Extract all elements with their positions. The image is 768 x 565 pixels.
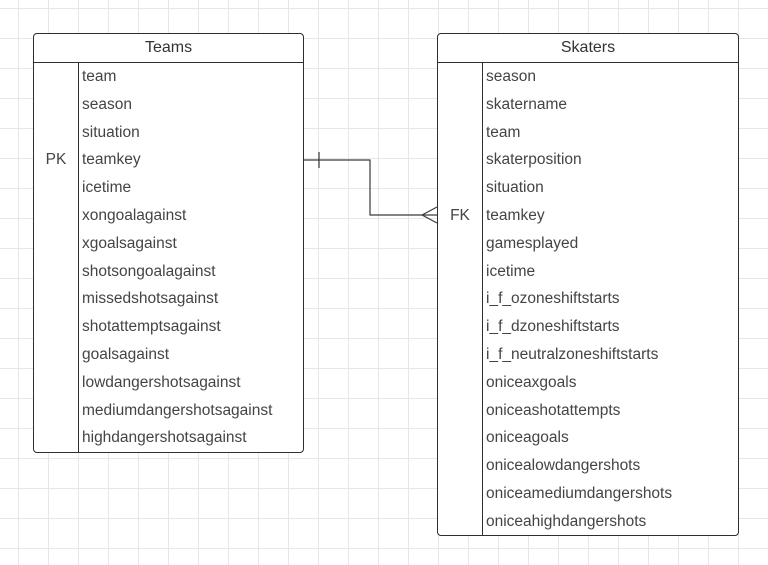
skaters-attribute-name: skatername bbox=[486, 95, 567, 113]
skaters-attribute-row[interactable]: season bbox=[438, 63, 738, 91]
skaters-attribute-row[interactable]: skaterposition bbox=[438, 146, 738, 174]
teams-attribute-row[interactable]: situation bbox=[34, 119, 303, 147]
skaters-attribute-name: teamkey bbox=[486, 206, 545, 224]
skaters-attribute-row[interactable]: skatername bbox=[438, 91, 738, 119]
skaters-attribute-name: i_f_neutralzoneshiftstarts bbox=[486, 345, 659, 363]
skaters-attribute-row[interactable]: onicealowdangershots bbox=[438, 452, 738, 480]
skaters-attribute-name: situation bbox=[486, 179, 544, 197]
teams-attribute-row[interactable]: lowdangershotsagainst bbox=[34, 369, 303, 397]
skaters-attribute-row[interactable]: i_f_ozoneshiftstarts bbox=[438, 285, 738, 313]
teams-attribute-name: xgoalsagainst bbox=[82, 234, 177, 252]
teams-attribute-name: shotattemptsagainst bbox=[82, 318, 221, 336]
teams-attribute-row[interactable]: shotattemptsagainst bbox=[34, 313, 303, 341]
skaters-attribute-row[interactable]: oniceagoals bbox=[438, 424, 738, 452]
teams-attribute-name: goalsagainst bbox=[82, 345, 170, 363]
skaters-attribute-key: FK bbox=[450, 206, 470, 224]
skaters-attribute-row[interactable]: i_f_dzoneshiftstarts bbox=[438, 313, 738, 341]
skaters-attribute-name: icetime bbox=[486, 262, 536, 280]
skaters-entity-body: season skatername team skaterposition situat… bbox=[438, 63, 738, 535]
many-cardinality-crowfoot bbox=[421, 206, 438, 224]
teams-attribute-row[interactable]: xgoalsagainst bbox=[34, 230, 303, 258]
relationship-line[interactable] bbox=[304, 159, 437, 216]
skaters-attribute-name: oniceashotattempts bbox=[486, 401, 621, 419]
skaters-attribute-list: season skatername team skaterposition situat… bbox=[438, 63, 738, 535]
skaters-attribute-name: gamesplayed bbox=[486, 234, 579, 252]
skaters-attribute-name: oniceamediumdangershots bbox=[486, 484, 673, 502]
skaters-attribute-row[interactable]: team bbox=[438, 119, 738, 147]
teams-attribute-name: mediumdangershotsagainst bbox=[82, 401, 273, 419]
teams-attribute-name: highdangershotsagainst bbox=[82, 429, 247, 447]
teams-attribute-row[interactable]: team bbox=[34, 63, 303, 91]
teams-attribute-name: shotsongoalagainst bbox=[82, 262, 216, 280]
teams-attribute-row[interactable]: icetime bbox=[34, 174, 303, 202]
skaters-attribute-name: oniceaxgoals bbox=[486, 373, 577, 391]
teams-attribute-row[interactable]: goalsagainst bbox=[34, 341, 303, 369]
teams-attribute-row[interactable]: missedshotsagainst bbox=[34, 285, 303, 313]
teams-attribute-row[interactable]: PK teamkey bbox=[34, 146, 303, 174]
skaters-attribute-row[interactable]: icetime bbox=[438, 258, 738, 286]
teams-attribute-row[interactable]: xongoalagainst bbox=[34, 202, 303, 230]
teams-attribute-row[interactable]: mediumdangershotsagainst bbox=[34, 397, 303, 425]
teams-attribute-name: xongoalagainst bbox=[82, 206, 187, 224]
teams-attribute-name: teamkey bbox=[82, 151, 141, 169]
skaters-entity-title: Skaters bbox=[438, 34, 738, 63]
teams-attribute-name: lowdangershotsagainst bbox=[82, 373, 241, 391]
skaters-attribute-row[interactable]: FK teamkey bbox=[438, 202, 738, 230]
teams-key-column bbox=[34, 63, 79, 452]
skaters-attribute-row[interactable]: gamesplayed bbox=[438, 230, 738, 258]
skaters-attribute-row[interactable]: i_f_neutralzoneshiftstarts bbox=[438, 341, 738, 369]
skaters-attribute-name: oniceagoals bbox=[486, 429, 569, 447]
teams-attribute-row[interactable]: highdangershotsagainst bbox=[34, 424, 303, 452]
teams-attribute-name: season bbox=[82, 95, 132, 113]
teams-attribute-name: situation bbox=[82, 123, 140, 141]
teams-attribute-name: icetime bbox=[82, 179, 132, 197]
skaters-attribute-name: team bbox=[486, 123, 521, 141]
skaters-attribute-row[interactable]: oniceaxgoals bbox=[438, 369, 738, 397]
skaters-attribute-name: oniceahighdangershots bbox=[486, 512, 647, 530]
teams-attribute-key: PK bbox=[45, 151, 67, 169]
skaters-attribute-name: onicealowdangershots bbox=[486, 457, 641, 475]
teams-attribute-row[interactable]: season bbox=[34, 91, 303, 119]
skaters-attribute-row[interactable]: oniceashotattempts bbox=[438, 397, 738, 425]
skaters-attribute-name: skaterposition bbox=[486, 151, 582, 169]
skaters-attribute-name: season bbox=[486, 68, 536, 85]
skaters-attribute-row[interactable]: situation bbox=[438, 174, 738, 202]
skaters-entity[interactable]: Skaters season skatername team skaterpositi… bbox=[437, 33, 739, 536]
teams-entity-title: Teams bbox=[34, 34, 303, 63]
teams-attribute-name: team bbox=[82, 68, 117, 85]
teams-attribute-row[interactable]: shotsongoalagainst bbox=[34, 258, 303, 286]
skaters-attribute-row[interactable]: oniceahighdangershots bbox=[438, 508, 738, 535]
skaters-attribute-row[interactable]: oniceamediumdangershots bbox=[438, 480, 738, 508]
skaters-attribute-name: i_f_dzoneshiftstarts bbox=[486, 318, 620, 336]
teams-attribute-name: missedshotsagainst bbox=[82, 290, 219, 308]
skaters-key-column bbox=[438, 63, 483, 535]
skaters-attribute-name: i_f_ozoneshiftstarts bbox=[486, 290, 620, 308]
